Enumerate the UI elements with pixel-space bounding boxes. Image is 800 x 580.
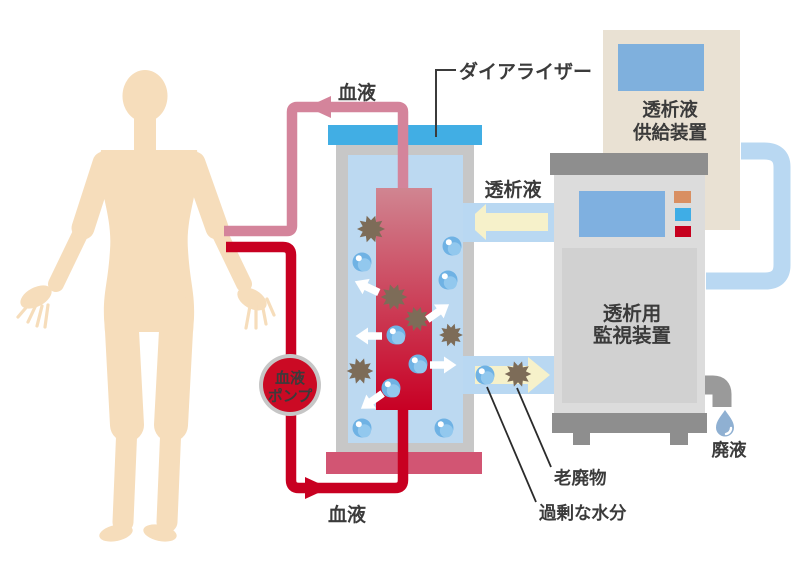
blood-return-arrowhead-icon <box>307 96 331 118</box>
dialyzer-leader-line <box>435 69 456 137</box>
patient-right-arm <box>182 151 252 292</box>
dialysate-supply-pipe <box>706 142 791 290</box>
dialyzer-blood-column <box>376 188 432 410</box>
monitor-foot-right <box>670 433 688 445</box>
monitor-front-panel <box>562 248 697 403</box>
waste-label: 老廃物 <box>553 468 607 489</box>
dialysate-supply-device: 透析液 供給装置 <box>603 30 740 230</box>
monitor-label-line1: 透析用 <box>603 302 662 325</box>
blood-return-line <box>224 101 409 237</box>
monitor-button-orange <box>674 191 691 203</box>
patient-head <box>122 70 168 122</box>
waste-fluid-drop-icon <box>716 410 734 437</box>
water-bubble-icon <box>352 252 372 272</box>
blood-pump: 血液 ポンプ <box>259 354 321 416</box>
supply-device-screen <box>618 44 704 91</box>
patient-torso <box>99 150 199 332</box>
waste-fluid-label: 廃液 <box>712 440 747 461</box>
pump-label-line1: 血液 <box>275 369 306 387</box>
drain-faucet-icon <box>700 375 732 407</box>
patient-right-fingers <box>244 297 276 330</box>
pump-body <box>263 358 317 412</box>
patient-right-foot <box>143 524 177 542</box>
water-bubble-icon <box>434 418 454 438</box>
waste-leader-line <box>516 387 552 468</box>
monitor-foot-left <box>573 433 590 445</box>
patient-legs <box>104 295 194 533</box>
patient-left-foot <box>99 524 133 542</box>
patient-left-fingers <box>16 301 50 329</box>
water-bubble-icon <box>352 418 372 438</box>
patient-neck <box>134 104 156 154</box>
excess-water-label: 過剰な水分 <box>539 503 627 524</box>
dialyzer-inlet-cut <box>463 203 475 242</box>
drop-highlight <box>724 426 733 436</box>
monitor-screen <box>579 191 665 237</box>
blood-label-top: 血液 <box>338 81 377 104</box>
supply-device-label-line1: 透析液 <box>642 99 698 121</box>
dialysate-label: 透析液 <box>484 178 542 201</box>
dialysis-monitor-device: 透析用 監視装置 <box>550 153 708 445</box>
blood-label-bottom: 血液 <box>328 503 367 526</box>
patient-left-arm <box>48 151 116 292</box>
water-bubble-icon <box>438 270 458 290</box>
water-bubble-icon <box>381 378 401 398</box>
water-bubble-icon <box>408 354 428 374</box>
dialyzer-outlet-cut <box>463 356 475 394</box>
monitor-button-blue <box>675 208 691 221</box>
patient-right-hand <box>237 287 267 311</box>
monitor-top-bar <box>550 153 708 175</box>
dialysate-flow-arrow-icon <box>466 204 548 240</box>
pump-label-line2: ポンプ <box>268 387 314 405</box>
monitor-button-red <box>675 226 691 237</box>
excess-water-leader-line <box>486 386 537 503</box>
patient-silhouette <box>16 70 276 542</box>
blood-outflow-arrowhead-icon <box>305 477 329 499</box>
dialyzer-label: ダイアライザー <box>459 60 592 83</box>
monitor-label-line2: 監視装置 <box>593 324 671 347</box>
water-bubble-icon <box>386 325 406 345</box>
excess-water-bubble-icon <box>475 365 495 385</box>
monitor-base <box>552 413 707 433</box>
blood-outflow-line <box>226 241 409 494</box>
supply-device-label-line2: 供給装置 <box>632 122 707 144</box>
water-bubble-icon <box>442 236 462 256</box>
